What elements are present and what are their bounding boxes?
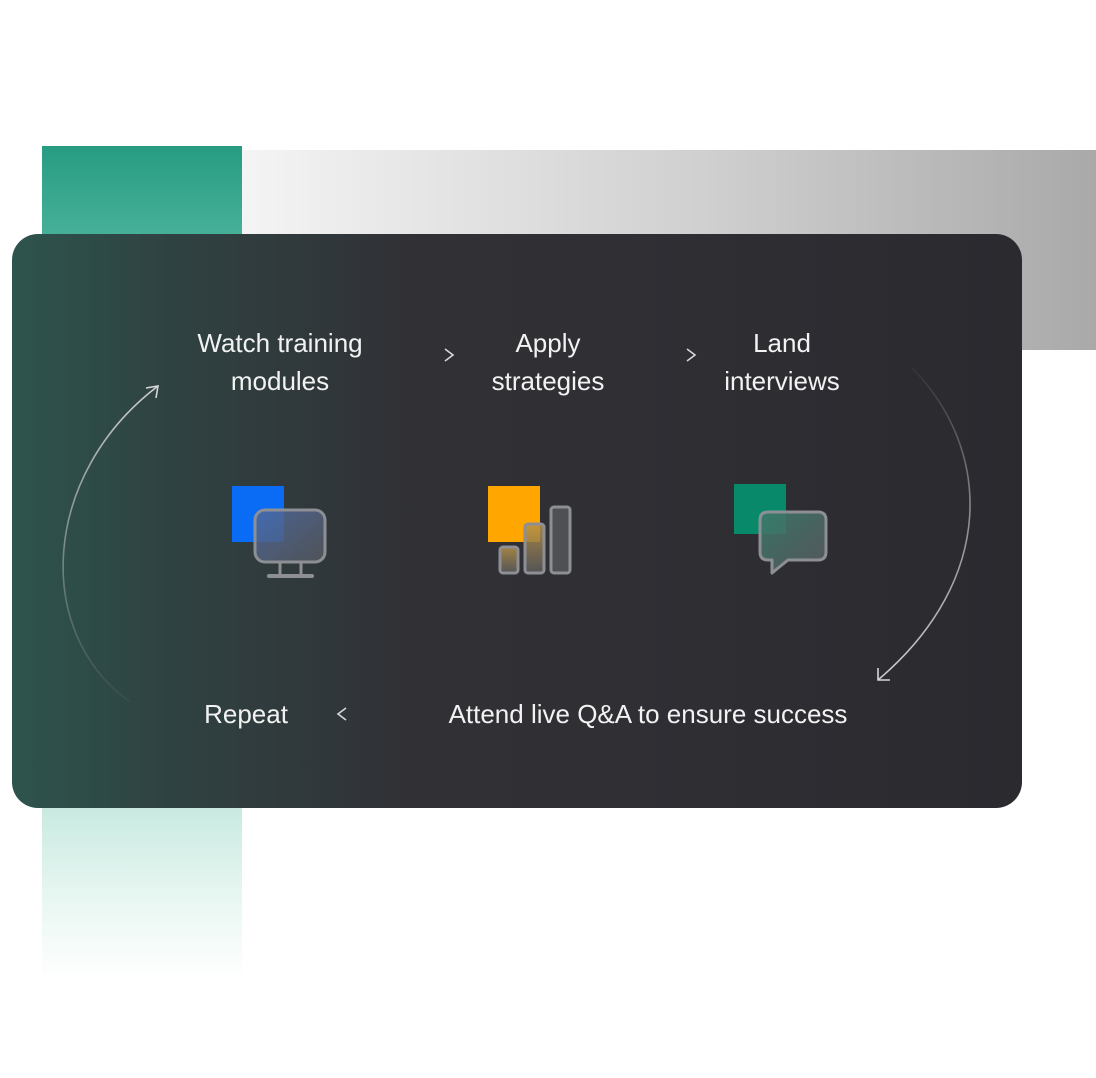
bar-chart-icon	[488, 486, 572, 575]
step-land-interviews: Land interviews	[692, 324, 872, 400]
arrow-repeat-to-watch	[62, 385, 159, 703]
step-apply-line1: Apply	[515, 328, 581, 358]
step-watch-training: Watch training modules	[180, 324, 380, 400]
step-land-line1: Land	[753, 328, 811, 358]
flow-arrows	[62, 348, 971, 721]
step-attend-qa: Attend live Q&A to ensure success	[448, 699, 848, 729]
monitor-icon	[232, 486, 327, 578]
chat-bubble-icon	[734, 484, 828, 575]
arrow-apply-to-land	[638, 348, 697, 362]
step-repeat: Repeat	[204, 699, 288, 729]
teal-decoration-top	[42, 146, 242, 246]
step-watch-line1: Watch training	[197, 328, 363, 358]
step-watch-line2: modules	[230, 366, 330, 396]
teal-decoration-bottom	[42, 800, 242, 980]
step-apply-line2: strategies	[491, 366, 605, 396]
process-cycle-card: Watch training modules Apply strategies …	[12, 234, 1022, 808]
arrow-attend-to-repeat	[336, 707, 394, 721]
step-apply-strategies: Apply strategies	[458, 324, 638, 400]
arrow-watch-to-apply	[398, 348, 455, 362]
step-land-line2: interviews	[724, 366, 840, 396]
arrow-land-to-attend	[877, 367, 971, 681]
